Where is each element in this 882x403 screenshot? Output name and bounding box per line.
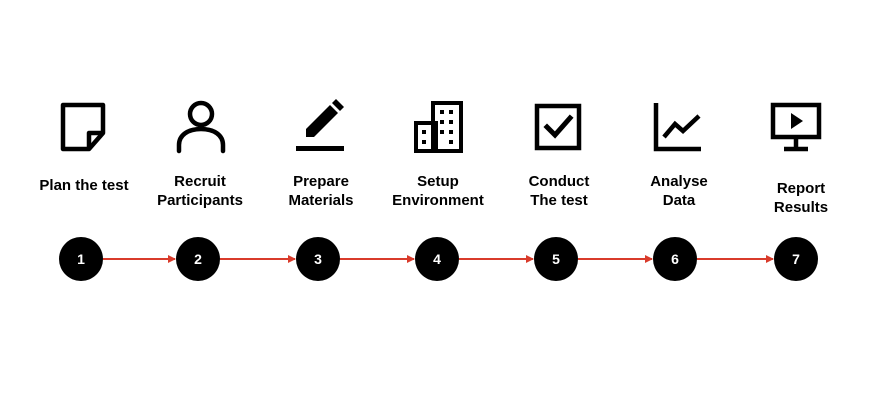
step-label-line: Prepare	[293, 173, 349, 190]
step-node-3: 3	[296, 237, 340, 281]
buildings-icon	[411, 99, 467, 155]
step-node-2: 2	[176, 237, 220, 281]
step-label-line: Report	[776, 180, 826, 197]
step-node-6: 6	[653, 237, 697, 281]
step-label-line: Plan the test	[39, 177, 129, 194]
step-label-7: Report Results	[731, 179, 871, 217]
step-label-line: Materials	[288, 192, 354, 209]
step-label-line: Recruit	[174, 173, 226, 190]
step-label-3: Prepare Materials	[251, 172, 391, 210]
step-node-5: 5	[534, 237, 578, 281]
step-label-line: Results	[773, 199, 829, 216]
step-node-7: 7	[774, 237, 818, 281]
note-icon	[55, 99, 111, 155]
step-node-1: 1	[59, 237, 103, 281]
step-label-line: Conduct	[528, 173, 590, 190]
step-label-5: Conduct The test	[489, 172, 629, 210]
person-icon	[173, 99, 229, 155]
step-node-4: 4	[415, 237, 459, 281]
monitor-play-icon	[768, 99, 824, 155]
step-label-1: Plan the test	[14, 176, 154, 195]
step-label-line: Environment	[392, 192, 484, 209]
step-label-line: Participants	[157, 192, 243, 209]
step-label-4: Setup Environment	[368, 172, 508, 210]
step-label-line: Analyse	[650, 173, 708, 190]
step-label-6: Analyse Data	[609, 172, 749, 210]
step-label-line: The test	[530, 192, 588, 209]
pencil-icon	[292, 99, 348, 155]
step-label-2: Recruit Participants	[130, 172, 270, 210]
step-label-line: Data	[662, 192, 696, 209]
checkbox-icon	[530, 99, 586, 155]
line-chart-icon	[649, 99, 705, 155]
step-label-line: Setup	[417, 173, 459, 190]
